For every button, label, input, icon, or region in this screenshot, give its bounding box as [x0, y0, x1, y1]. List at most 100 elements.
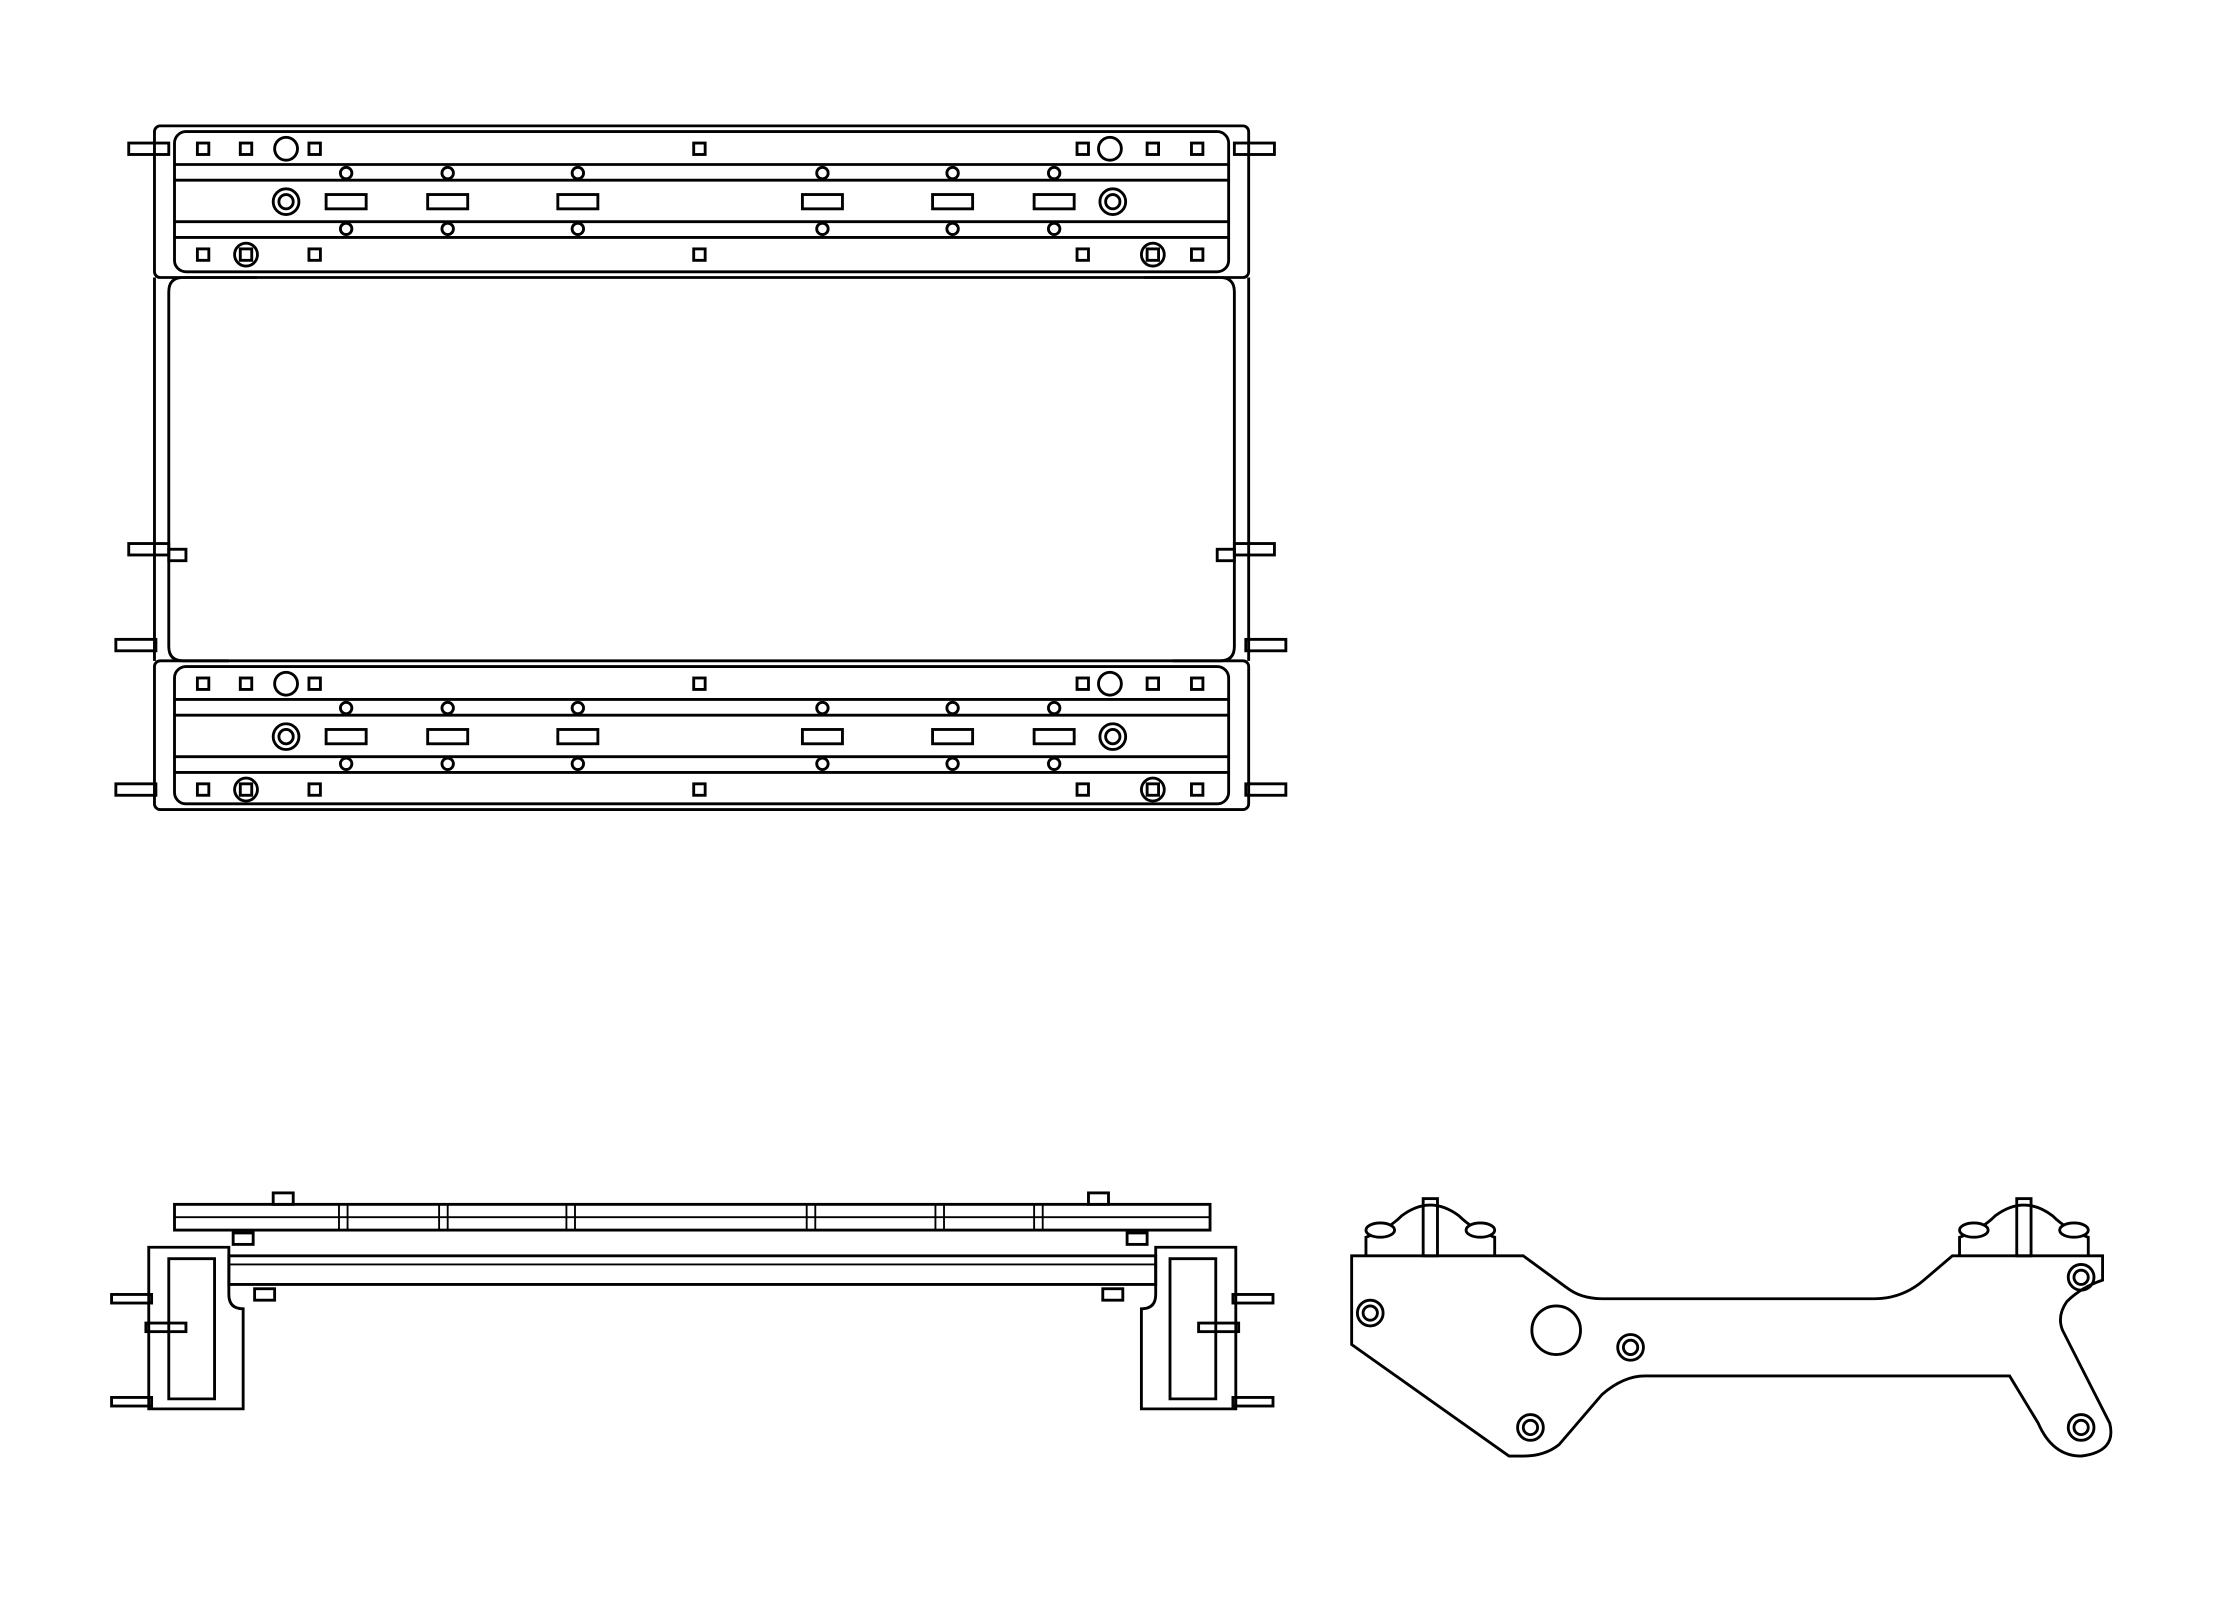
- round-hole: [233, 241, 259, 268]
- bolt-icon: [277, 728, 295, 746]
- nut: [2058, 1221, 2090, 1239]
- square-hole: [1075, 141, 1090, 156]
- stud: [1244, 637, 1288, 653]
- square-hole: [195, 782, 211, 797]
- hole: [815, 165, 830, 181]
- hole: [570, 700, 586, 716]
- outer-frame-top-rail: [153, 124, 1251, 279]
- hole: [440, 165, 455, 181]
- top-view-details: [114, 135, 1288, 803]
- square-hole: [195, 141, 211, 156]
- nut: [1125, 1231, 1149, 1246]
- clip: [1033, 1203, 1044, 1232]
- stud: [110, 1293, 154, 1305]
- bolt-icon: [2072, 1268, 2090, 1286]
- tab: [167, 547, 188, 563]
- front-view: [110, 1191, 1275, 1411]
- round-hole: [273, 670, 299, 697]
- clip: [338, 1203, 349, 1232]
- stud: [127, 542, 171, 557]
- square-hole: [1190, 247, 1205, 262]
- bolt-icon: [277, 193, 295, 211]
- clip: [565, 1203, 576, 1232]
- slot: [556, 193, 600, 211]
- hole: [338, 165, 354, 181]
- hole: [440, 221, 455, 237]
- bolt-icon: [1516, 1413, 1545, 1442]
- stud: [110, 1396, 154, 1408]
- hole: [440, 700, 455, 716]
- bolt-icon: [1098, 722, 1128, 751]
- stud: [1421, 1197, 1439, 1258]
- bolt-icon: [1104, 193, 1122, 211]
- bolt-icon: [1104, 728, 1122, 746]
- slot: [1032, 728, 1076, 746]
- bolt-icon: [1361, 1304, 1379, 1322]
- right-bracket: [1139, 1245, 1238, 1411]
- stud: [1244, 782, 1288, 797]
- nut: [253, 1287, 277, 1302]
- stud: [1231, 1293, 1275, 1305]
- square-hole: [238, 676, 254, 691]
- stud: [2015, 1197, 2033, 1258]
- square-hole: [195, 247, 211, 262]
- bolt-icon: [1098, 187, 1128, 216]
- square-hole: [238, 782, 254, 797]
- bolt-icon: [1521, 1418, 1540, 1437]
- square-hole: [1190, 141, 1205, 156]
- square-hole: [307, 247, 322, 262]
- stud: [1232, 141, 1276, 156]
- nut: [1101, 1287, 1125, 1302]
- slot: [800, 193, 844, 211]
- clip: [438, 1203, 449, 1232]
- square-hole: [238, 141, 254, 156]
- hole: [570, 756, 586, 771]
- stud: [114, 637, 158, 653]
- round-hole: [273, 135, 299, 162]
- hole: [338, 221, 354, 237]
- round-hole: [1097, 670, 1123, 697]
- hole: [1046, 756, 1062, 771]
- stud: [127, 141, 171, 156]
- hole: [1046, 221, 1062, 237]
- square-hole: [692, 782, 707, 797]
- hole: [1530, 1304, 1582, 1356]
- bolt-icon: [1355, 1298, 1385, 1328]
- round-hole: [1139, 241, 1166, 268]
- square-hole: [1190, 782, 1205, 797]
- cross-member: [227, 1254, 1158, 1286]
- clip: [805, 1203, 817, 1232]
- square-hole: [195, 676, 211, 691]
- front-view-details: [110, 1191, 1275, 1408]
- slot: [931, 728, 975, 746]
- square-hole: [1075, 676, 1090, 691]
- hole: [570, 221, 586, 237]
- slot: [426, 728, 470, 746]
- square-hole: [692, 247, 707, 262]
- stud: [1232, 542, 1276, 557]
- inner-plate-top: [173, 130, 1231, 274]
- bolt-icon: [1616, 1333, 1645, 1362]
- slot: [1032, 193, 1076, 211]
- nut: [271, 1191, 295, 1206]
- square-hole: [1145, 676, 1160, 691]
- hole: [1046, 700, 1062, 716]
- hole: [945, 756, 960, 771]
- clip: [934, 1203, 945, 1232]
- bolt-icon: [1621, 1338, 1640, 1356]
- slot: [800, 728, 844, 746]
- left-bracket: [147, 1245, 245, 1411]
- round-hole: [1139, 776, 1166, 803]
- outer-frame-bottom-rail: [153, 659, 1251, 812]
- stud: [1231, 1396, 1275, 1408]
- hole: [338, 756, 354, 771]
- hole: [440, 756, 455, 771]
- hole: [945, 165, 960, 181]
- hole: [815, 700, 830, 716]
- square-hole: [1075, 247, 1090, 262]
- side-view-details: [1355, 1197, 2096, 1442]
- nut: [231, 1231, 255, 1246]
- square-hole: [307, 141, 322, 156]
- side-view: [1350, 1197, 2113, 1458]
